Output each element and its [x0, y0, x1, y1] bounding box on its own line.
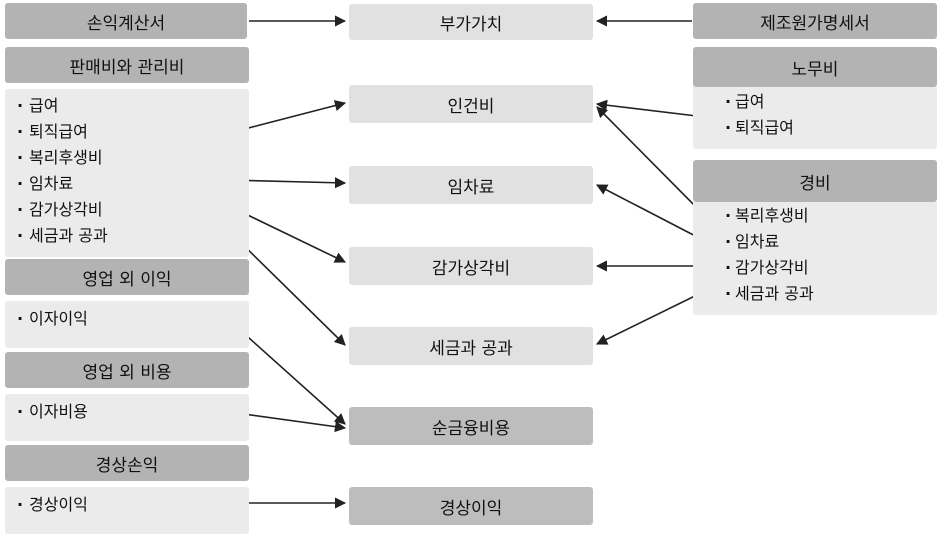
center-node-labor: 인건비	[349, 85, 593, 123]
list-item: 급여	[5, 93, 249, 119]
list-item: 급여	[693, 89, 937, 115]
list-item: 임차료	[693, 229, 937, 255]
group-title: 경비	[693, 160, 937, 202]
group-items: 급여 퇴직급여 복리후생비 임차료 감가상각비 세금과 공과	[5, 89, 249, 257]
group-title: 영업 외 비용	[5, 352, 249, 388]
list-item: 세금과 공과	[5, 223, 249, 249]
center-node-depreciation: 감가상각비	[349, 247, 593, 285]
group-title: 판매비와 관리비	[5, 47, 249, 83]
group-items: 급여 퇴직급여	[693, 87, 937, 149]
right-group-expenses: 경비 복리후생비 임차료 감가상각비 세금과 공과	[693, 160, 937, 315]
list-item: 세금과 공과	[693, 281, 937, 307]
left-group-sga: 판매비와 관리비 급여 퇴직급여 복리후생비 임차료 감가상각비 세금과 공과	[5, 47, 249, 257]
arrow-right-labor	[595, 99, 706, 118]
right-group-labor: 노무비 급여 퇴직급여	[693, 47, 937, 149]
center-node-tax: 세금과 공과	[349, 327, 593, 365]
list-item: 이자비용	[5, 399, 249, 425]
left-group-nonop-expense: 영업 외 비용 이자비용	[5, 352, 249, 441]
income-statement-box: 손익계산서	[5, 3, 247, 39]
group-title: 영업 외 이익	[5, 259, 249, 295]
arrow-right-welfare-to-labor	[596, 106, 706, 217]
center-node-net-financial-cost: 순금융비용	[349, 407, 593, 445]
income-statement-title: 손익계산서	[86, 13, 166, 34]
list-item: 복리후생비	[5, 145, 249, 171]
arrow-right-rent	[596, 184, 706, 242]
value-added-box: 부가가치	[349, 4, 593, 40]
left-group-nonop-income: 영업 외 이익 이자이익	[5, 259, 249, 348]
center-node-rent: 임차료	[349, 166, 593, 204]
manufacturing-cost-statement-box: 제조원가명세서	[693, 3, 937, 39]
list-item: 퇴직급여	[5, 119, 249, 145]
list-item: 감가상각비	[5, 197, 249, 223]
list-item: 복리후생비	[693, 203, 937, 229]
group-items: 이자이익	[5, 301, 249, 348]
value-added-title: 부가가치	[439, 14, 503, 35]
list-item: 감가상각비	[693, 255, 937, 281]
group-items: 경상이익	[5, 487, 249, 534]
center-node-ordinary-profit: 경상이익	[349, 487, 593, 525]
group-title: 경상손익	[5, 445, 249, 481]
group-title: 노무비	[693, 47, 937, 87]
arrow-right-tax	[595, 290, 706, 345]
list-item: 이자이익	[5, 306, 249, 332]
left-group-ordinary: 경상손익 경상이익	[5, 445, 249, 534]
list-item: 임차료	[5, 171, 249, 197]
list-item: 경상이익	[5, 492, 249, 518]
group-items: 이자비용	[5, 394, 249, 441]
manufacturing-cost-statement-title: 제조원가명세서	[760, 13, 870, 34]
list-item: 퇴직급여	[693, 115, 937, 141]
group-items: 복리후생비 임차료 감가상각비 세금과 공과	[693, 202, 937, 315]
